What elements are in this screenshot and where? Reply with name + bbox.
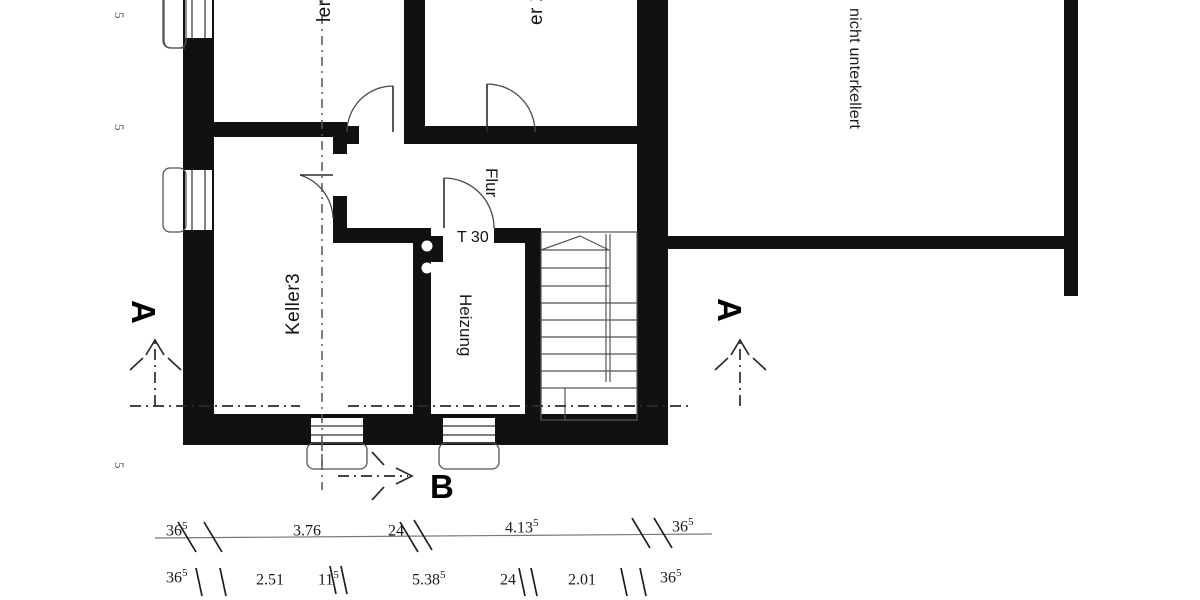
dimension-value: 2.01 bbox=[568, 571, 596, 589]
section-marker-a-right: A bbox=[711, 298, 748, 322]
dimension-value: 36 bbox=[166, 522, 182, 540]
dimension-row2-value-4: 24 bbox=[500, 570, 516, 588]
dimension-value: 24 bbox=[388, 522, 404, 540]
section-arrow-a-left bbox=[129, 338, 182, 406]
dimension-row2-value-3: 5.385 bbox=[412, 570, 446, 588]
door-flur-t30 bbox=[443, 177, 495, 229]
door-hardware-dots bbox=[421, 240, 433, 274]
dimension-sup: 5 bbox=[182, 567, 188, 579]
dimension-row1-value-0: 365 bbox=[166, 521, 188, 539]
dimension-sup: 5 bbox=[182, 520, 188, 532]
dimension-sup: 5 bbox=[333, 569, 339, 581]
dimension-row2-value-2: 115 bbox=[318, 570, 339, 588]
window-bottom-left bbox=[306, 418, 368, 470]
dimension-value: 24 bbox=[500, 571, 516, 589]
dimension-value: 11 bbox=[318, 571, 334, 589]
dimension-row1-value-1: 3.76 bbox=[293, 521, 321, 539]
dimension-row1-value-3: 4.135 bbox=[505, 518, 539, 536]
edge-tick-5-middle: 5 bbox=[112, 124, 127, 131]
dimension-value: 36 bbox=[672, 518, 688, 536]
dimension-row-2 bbox=[195, 565, 647, 597]
dimension-value: 5.38 bbox=[412, 571, 440, 589]
room-label-flur: Flur bbox=[482, 168, 501, 198]
dimension-row2-value-5: 2.01 bbox=[568, 570, 596, 588]
dimension-value: 4.13 bbox=[505, 519, 533, 537]
staircase bbox=[540, 231, 638, 421]
room-label-keller3: Keller3 bbox=[283, 273, 304, 335]
dimension-row-1 bbox=[154, 517, 713, 553]
room-label-keller1: ler1 bbox=[314, 0, 335, 22]
edge-tick-5-upper: 5 bbox=[112, 12, 127, 19]
interior-walls bbox=[214, 0, 637, 420]
window-left-lower bbox=[162, 167, 212, 233]
door-keller2 bbox=[486, 83, 536, 133]
dimension-sup: 5 bbox=[676, 567, 682, 579]
room-label-keller2: er 2 bbox=[526, 0, 547, 25]
dimension-sup: 5 bbox=[688, 516, 694, 528]
window-left-upper bbox=[162, 0, 212, 49]
dimension-value: 2.51 bbox=[256, 571, 284, 589]
dimension-value: 36 bbox=[660, 569, 676, 587]
dimension-row2-value-1: 2.51 bbox=[256, 570, 284, 588]
section-arrow-b bbox=[321, 440, 414, 501]
door-rating-t30: T 30 bbox=[457, 229, 489, 246]
dimension-value: 36 bbox=[166, 569, 182, 587]
section-marker-b: B bbox=[430, 468, 454, 505]
dimension-row2-value-0: 365 bbox=[166, 568, 188, 586]
dimension-row2-value-6: 365 bbox=[660, 568, 682, 586]
room-label-heizung: Heizung bbox=[456, 294, 475, 357]
window-bottom-right bbox=[438, 418, 500, 470]
dimension-sup: 5 bbox=[440, 569, 446, 581]
section-marker-a-left: A bbox=[125, 300, 162, 324]
dimension-value: 3.76 bbox=[293, 522, 321, 540]
door-keller3 bbox=[299, 174, 334, 219]
dimension-sup: 5 bbox=[533, 517, 539, 529]
section-arrow-a-right bbox=[714, 338, 767, 406]
dimension-row1-value-2: 24 bbox=[388, 521, 404, 539]
door-keller1 bbox=[346, 85, 394, 133]
edge-tick-5-lower: 5 bbox=[112, 462, 127, 469]
nicht-unterkellert-outline bbox=[650, 0, 1078, 296]
dimension-row1-value-4: 365 bbox=[672, 517, 694, 535]
room-label-nicht-unterkellert: nicht unterkellert bbox=[846, 8, 863, 129]
